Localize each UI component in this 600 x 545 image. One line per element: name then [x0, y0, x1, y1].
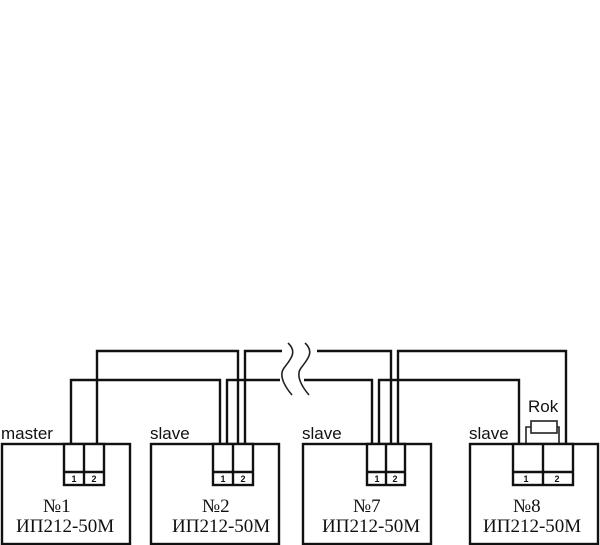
terminal-1: 1: [220, 474, 225, 484]
device-number: №7: [353, 496, 381, 517]
break-symbol: [281, 342, 311, 396]
device-number: №8: [513, 496, 541, 517]
device-2: 1 2 slave №2 ИП212-50М: [149, 424, 281, 545]
device-role: master: [1, 424, 53, 443]
device-model: ИП212-50М: [16, 516, 114, 537]
terminal-2: 2: [554, 474, 559, 484]
device-8: 1 2 slave №8 ИП212-50М: [468, 424, 600, 545]
device-model: ИП212-50М: [172, 516, 270, 537]
device-model: ИП212-50М: [483, 516, 581, 537]
device-model: ИП212-50М: [322, 516, 420, 537]
device-number: №2: [202, 496, 230, 517]
terminal-1: 1: [71, 474, 76, 484]
terminal-1: 1: [374, 474, 379, 484]
device-role: slave: [302, 424, 342, 443]
bus-line-upper: [95, 349, 568, 444]
terminal-1: 1: [523, 474, 528, 484]
resistor-label: Rok: [528, 397, 559, 416]
device-role: slave: [469, 424, 509, 443]
bus-line-lower: [69, 378, 521, 444]
terminal-2: 2: [240, 474, 245, 484]
device-7: 1 2 slave №7 ИП212-50М: [301, 424, 433, 545]
device-number: №1: [43, 496, 71, 517]
resistor-rok: Rok: [525, 397, 560, 444]
device-1: 1 2 master №1 ИП212-50М: [0, 424, 132, 545]
terminal-2: 2: [91, 474, 96, 484]
device-role: slave: [150, 424, 190, 443]
terminal-2: 2: [392, 474, 397, 484]
